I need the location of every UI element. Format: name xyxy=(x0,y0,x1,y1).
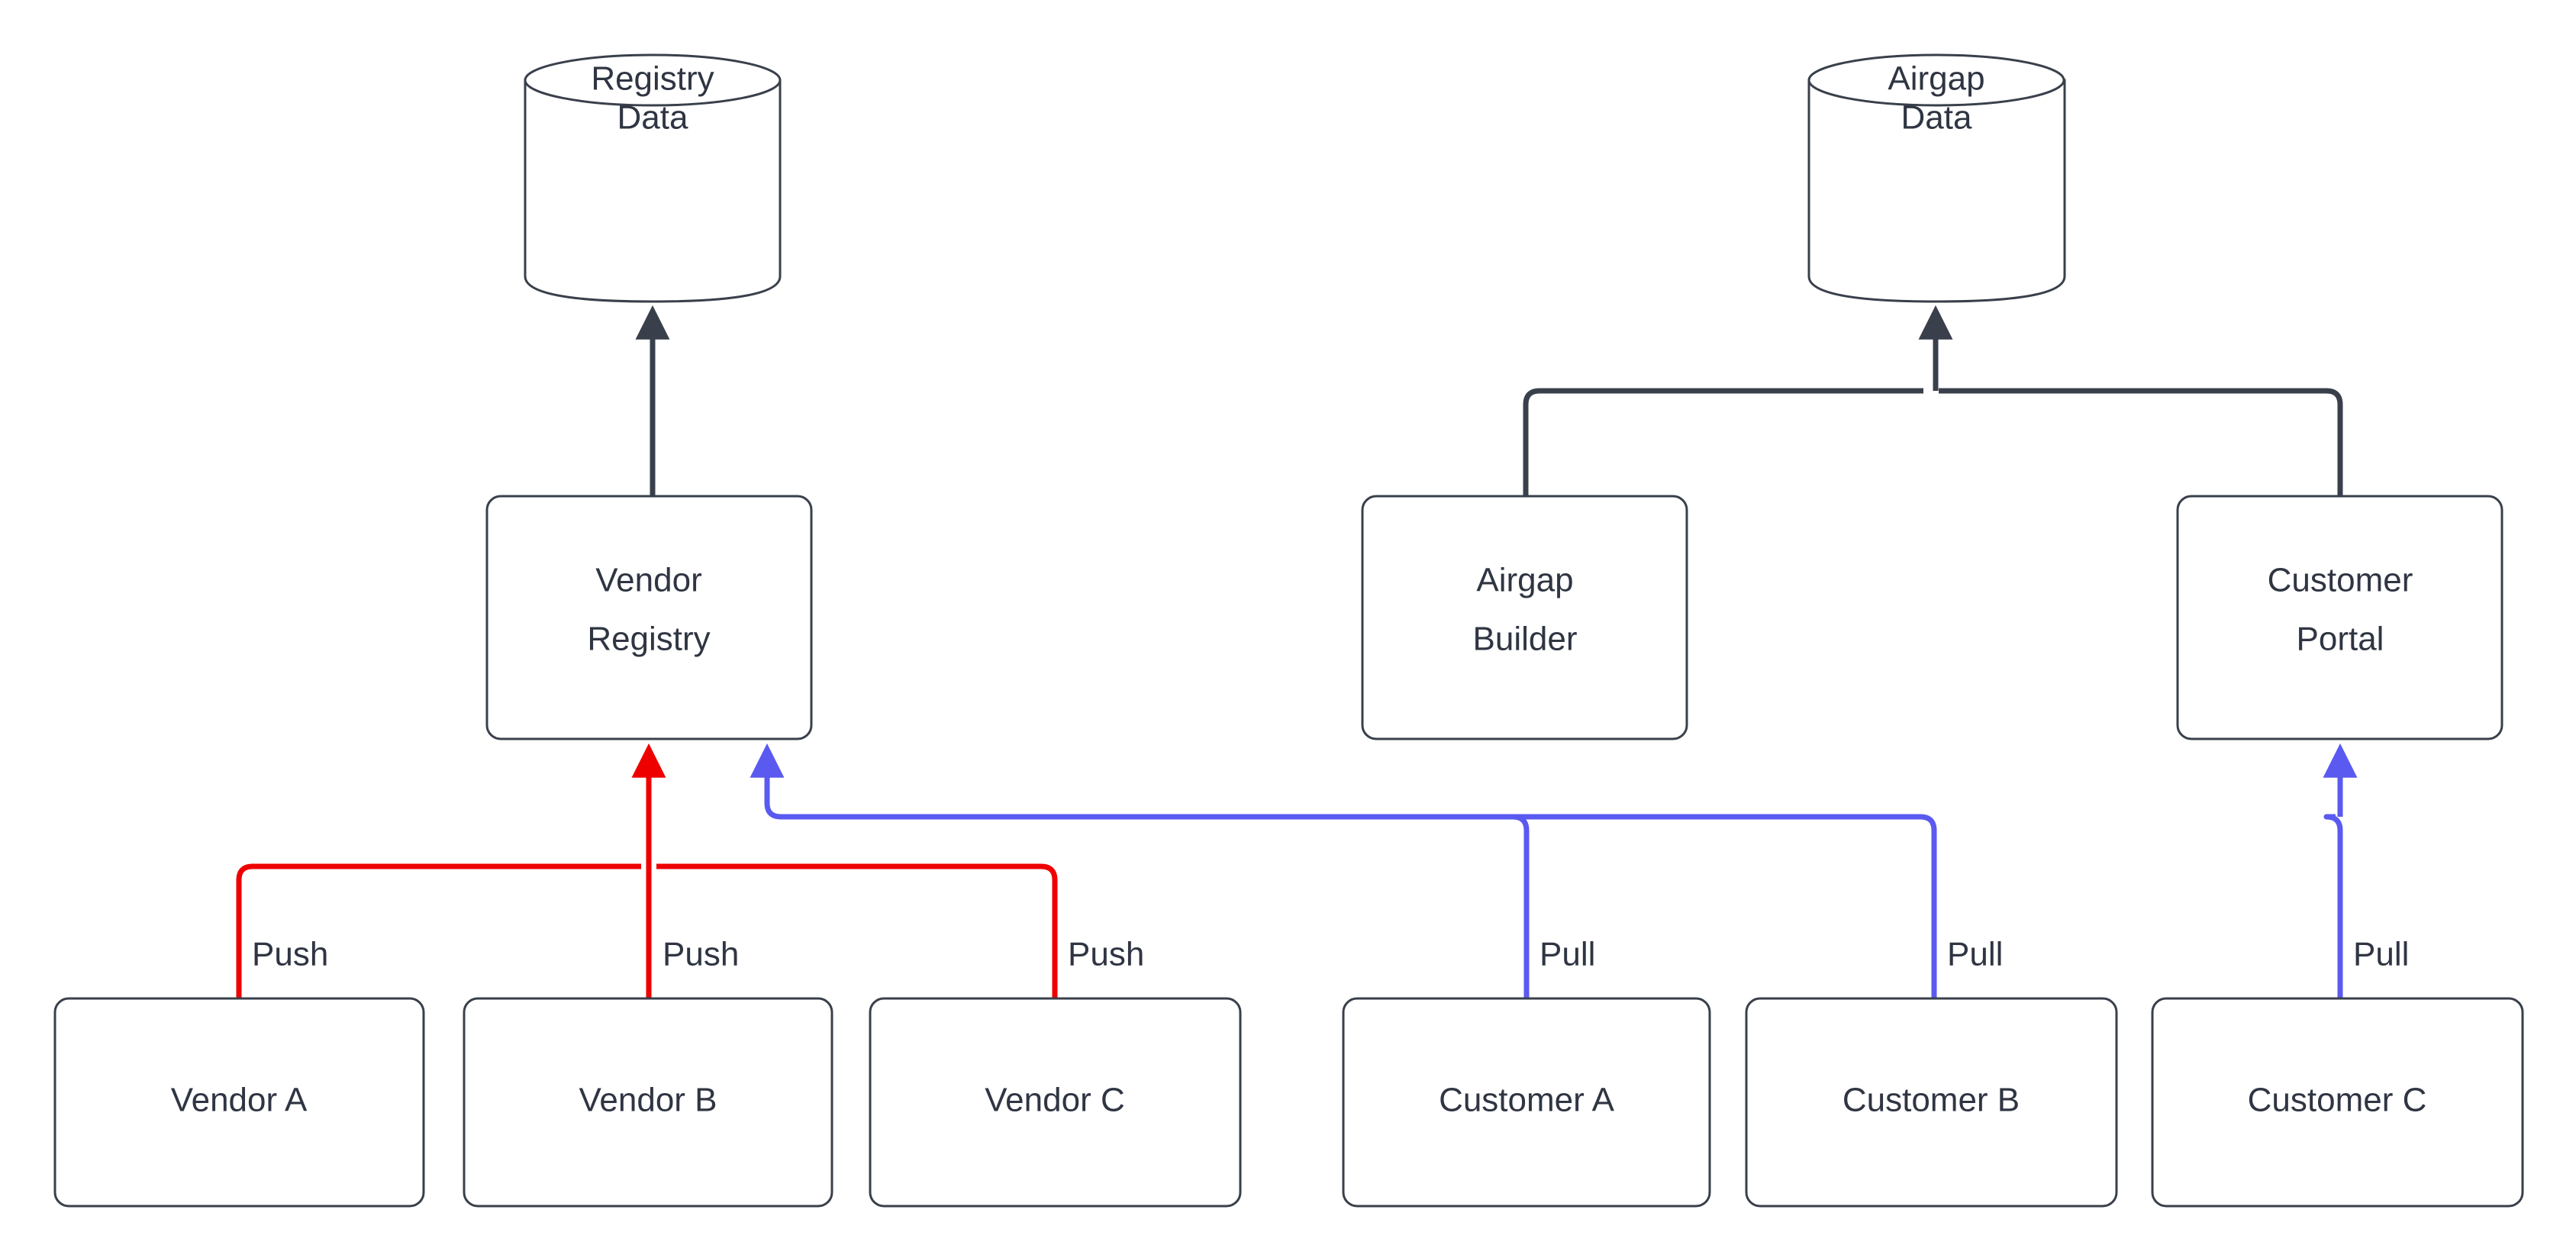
service-airgap-builder-label-1: Airgap xyxy=(1476,562,1573,599)
datastore-registry-data[interactable]: Registry Data xyxy=(524,53,782,303)
actor-vendor-a-label: Vendor A xyxy=(171,1082,308,1119)
service-vendor-registry[interactable]: Vendor Registry xyxy=(485,495,813,740)
actor-customer-c-label: Customer C xyxy=(2248,1082,2427,1119)
edge-vendor-c-push xyxy=(656,863,1058,998)
service-airgap-builder[interactable]: Airgap Builder xyxy=(1361,495,1688,740)
edge-label-pull-customer-b: Pull xyxy=(1947,936,2003,973)
edge-customer-c-pull xyxy=(2323,814,2343,998)
actor-customer-b-label: Customer B xyxy=(1843,1082,2020,1119)
actor-customer-b[interactable]: Customer B xyxy=(1745,997,2118,1208)
service-customer-portal-label-2: Portal xyxy=(2297,621,2384,658)
actor-vendor-a[interactable]: Vendor A xyxy=(53,997,425,1208)
actor-customer-c[interactable]: Customer C xyxy=(2151,997,2524,1208)
datastore-airgap-data-label-1: Airgap xyxy=(1888,60,1984,98)
edge-label-pull-customer-c: Pull xyxy=(2353,936,2409,973)
actor-vendor-c[interactable]: Vendor C xyxy=(869,997,1242,1208)
service-customer-portal[interactable]: Customer Portal xyxy=(2176,495,2503,740)
service-airgap-builder-label-2: Builder xyxy=(1473,621,1578,658)
edge-customer-portal-to-airgap-data xyxy=(1939,388,2343,496)
datastore-registry-data-label-1: Registry xyxy=(591,60,714,98)
actor-customer-a[interactable]: Customer A xyxy=(1342,997,1711,1208)
actor-vendor-c-label: Vendor C xyxy=(985,1082,1124,1119)
edge-label-push-vendor-b: Push xyxy=(663,936,739,973)
service-customer-portal-label-1: Customer xyxy=(2268,562,2413,599)
edge-airgap-builder-to-airgap-data xyxy=(1523,388,1923,496)
service-vendor-registry-label-2: Registry xyxy=(587,621,710,658)
edge-label-pull-customer-a: Pull xyxy=(1539,936,1595,973)
datastore-airgap-data-label-2: Data xyxy=(1901,99,1972,137)
edge-vendor-a-push xyxy=(236,863,641,998)
edge-label-push-vendor-a: Push xyxy=(252,936,328,973)
edge-pull-trunk-to-vendor-registry xyxy=(750,743,785,820)
edge-customer-a-pull xyxy=(781,814,1530,998)
datastore-registry-data-label-2: Data xyxy=(617,99,688,137)
actor-vendor-b-label: Vendor B xyxy=(579,1082,717,1119)
actor-vendor-b[interactable]: Vendor B xyxy=(463,997,833,1208)
datastore-airgap-data[interactable]: Airgap Data xyxy=(1807,53,2066,303)
edge-customer-b-pull xyxy=(781,814,1937,998)
service-vendor-registry-label-1: Vendor xyxy=(595,562,701,599)
edge-label-push-vendor-c: Push xyxy=(1068,936,1144,973)
actor-customer-a-label: Customer A xyxy=(1439,1082,1615,1119)
